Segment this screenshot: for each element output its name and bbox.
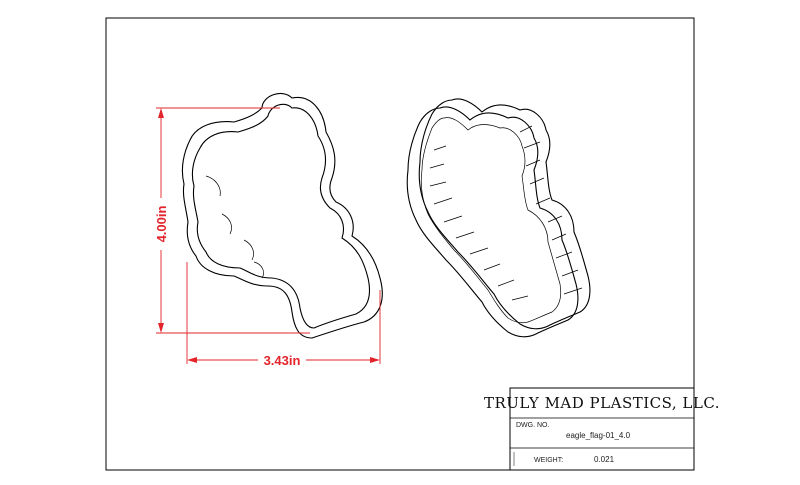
cutter-outer-outline [181, 93, 383, 339]
isometric-view [406, 98, 591, 338]
flat-view [181, 93, 383, 339]
cutter-inner-outline [191, 103, 371, 329]
title-block: TRULY MAD PLASTICS, LLC. DWG. NO. eagle_… [484, 387, 720, 471]
weight-value: 0.021 [594, 455, 615, 464]
height-dimension-label: 4.00in [154, 206, 169, 243]
iso-back-outline [418, 98, 591, 330]
cutter-detail-line [205, 175, 264, 279]
iso-front-outline [406, 106, 579, 338]
iso-wall-lines [429, 125, 583, 301]
dwg-no-label: DWG. NO. [516, 422, 549, 429]
height-dimension: 4.00in [154, 107, 310, 334]
iso-inner-outline [420, 117, 562, 324]
drawing-border [105, 17, 695, 471]
weight-label: WEIGHT: [534, 457, 563, 464]
width-dimension: 3.43in [186, 262, 381, 368]
width-dimension-label: 3.43in [264, 353, 301, 368]
dwg-no-value: eagle_flag-01_4.0 [566, 431, 631, 440]
company-name: TRULY MAD PLASTICS, LLC. [484, 394, 720, 412]
